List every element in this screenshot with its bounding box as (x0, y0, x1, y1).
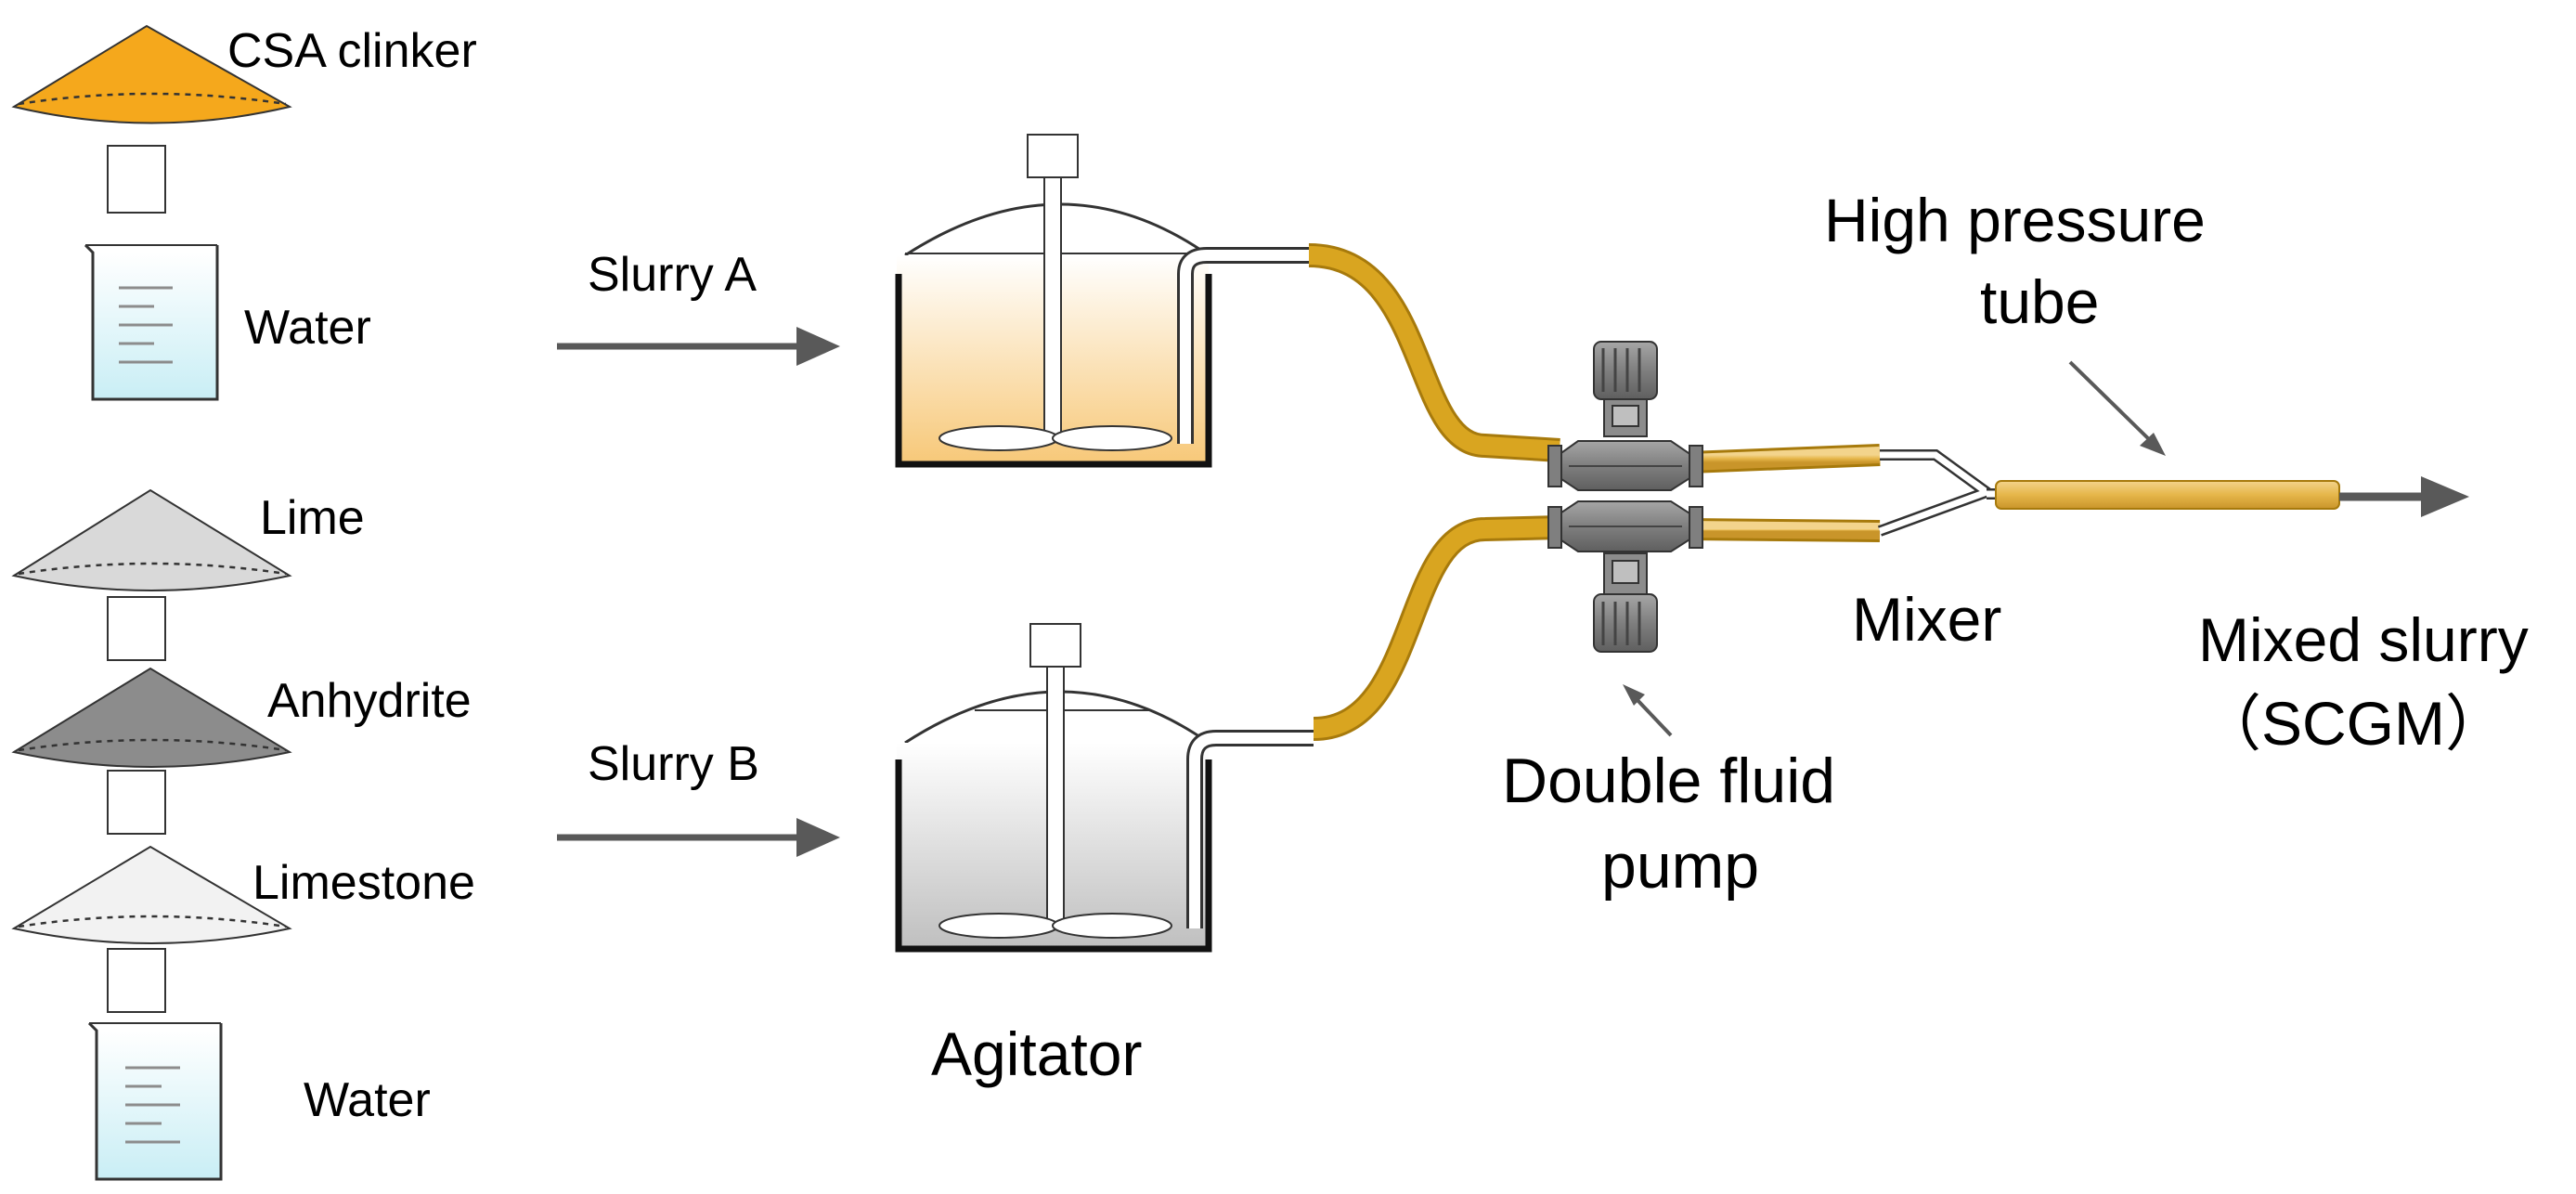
csa-clinker-label: CSA clinker (227, 24, 477, 78)
double-fluid-pump (1547, 341, 1703, 653)
mixed-slurry-label: Mixed slurry (2198, 605, 2529, 674)
connector-box (107, 145, 166, 214)
connector-box (107, 596, 166, 661)
slurry-a-arrow (557, 327, 840, 366)
water-top-label: Water (244, 301, 371, 355)
pump-pointer-arrow (1623, 684, 1673, 737)
anhydrite-pile (11, 667, 292, 768)
anhydrite-label: Anhydrite (267, 674, 472, 728)
high-pressure-tube-label: High pressure (1824, 186, 2206, 254)
pump-output-hoses (1689, 444, 1881, 542)
water-bottom-label: Water (304, 1073, 431, 1127)
agitator-a (895, 134, 1309, 468)
slurry-b-label: Slurry B (588, 737, 759, 791)
limestone-label: Limestone (252, 856, 475, 910)
connector-box (107, 770, 166, 835)
connector-box (107, 948, 166, 1013)
agitator-label: Agitator (931, 1019, 1142, 1088)
double-fluid-pump-label: Double fluid (1502, 746, 1835, 816)
slurry-b-arrow (557, 818, 840, 857)
limestone-pile (11, 845, 292, 944)
tube-pointer-arrow (2068, 360, 2166, 456)
slurry-b-hose (1313, 515, 1560, 741)
lime-label: Lime (260, 491, 365, 545)
mixed-slurry-arrow (2339, 476, 2469, 517)
y-mixer (1877, 449, 2003, 537)
high-pressure-tube-label: tube (1980, 267, 2099, 336)
slurry-a-label: Slurry A (588, 248, 757, 302)
csa-clinker-pile (11, 24, 292, 124)
lime-pile (11, 488, 292, 591)
slurry-a-hose (1308, 243, 1560, 462)
mixer-label: Mixer (1852, 585, 2001, 654)
agitator-b (895, 623, 1314, 953)
mixed-slurry-label: （SCGM） (2200, 689, 2506, 758)
water-beaker-top (84, 243, 219, 401)
double-fluid-pump-label: pump (1601, 831, 1759, 902)
high-pressure-tube (1995, 480, 2340, 510)
water-beaker-bottom (87, 1021, 223, 1181)
